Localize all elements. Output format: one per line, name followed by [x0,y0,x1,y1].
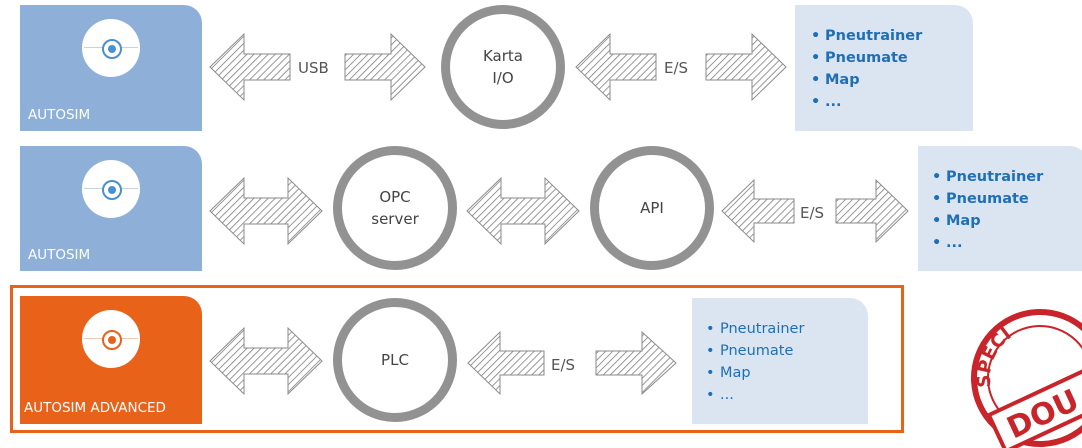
node-label-line2: server [371,210,419,228]
device-list: Pneutrainer Pneumate Map ... [692,298,868,424]
double-arrow-icon [209,32,291,102]
advanced-highlight-frame [10,285,904,433]
es-label: E/S [800,204,825,222]
list-item: ... [809,91,973,113]
list-item: Pneutrainer [930,166,1082,188]
device-list: Pneutrainer Pneumate Map ... [918,146,1082,271]
es-label: E/S [551,356,576,374]
disc-icon [82,19,140,77]
double-arrow-icon [721,178,795,244]
node-label-line1: OPC [379,188,411,206]
io-card-node: Karta I/O [441,5,565,129]
app-label: AUTOSIM [28,247,91,263]
list-item: Pneumate [930,188,1082,210]
stamp-seal: SPECI DOU [960,309,1082,448]
double-arrow-icon [595,330,677,396]
list-item: Map [930,210,1082,232]
list-item: Pneutrainer [809,25,973,47]
plc-node: PLC [333,298,457,422]
node-label-line1: Karta [482,47,523,65]
usb-label: USB [298,59,329,77]
disc-icon [82,310,140,368]
list-item: Pneumate [809,47,973,69]
stamp-top-text: SPECI [960,322,1030,396]
list-item: Pneutrainer [704,318,868,340]
double-arrow-icon [705,32,787,102]
device-list: Pneutrainer Pneumate Map ... [795,5,973,131]
double-arrow-icon [209,176,323,246]
node-label-line2: I/O [492,69,514,87]
list-item: Pneumate [704,340,868,362]
double-arrow-icon [466,176,580,246]
app-label: AUTOSIM ADVANCED [24,400,166,416]
opc-server-node: OPC server [333,146,457,270]
svg-text:SPECI: SPECI [960,322,1030,396]
disc-icon [82,160,140,218]
list-item: Map [704,362,868,384]
api-node: API [590,146,714,270]
autosim-app-box: AUTOSIM [20,146,202,271]
list-item: Map [809,69,973,91]
es-label: E/S [664,59,689,77]
autosim-app-box: AUTOSIM [20,5,202,131]
double-arrow-icon [575,32,657,102]
node-label-line1: API [640,199,664,217]
double-arrow-icon [209,326,323,396]
list-item: ... [704,384,868,406]
list-item: ... [930,232,1082,254]
double-arrow-icon [344,32,426,102]
node-label-line1: PLC [381,351,409,369]
double-arrow-icon [835,178,909,244]
double-arrow-icon [467,330,545,396]
autosim-advanced-app-box: AUTOSIM ADVANCED [20,296,202,424]
app-label: AUTOSIM [28,107,91,123]
